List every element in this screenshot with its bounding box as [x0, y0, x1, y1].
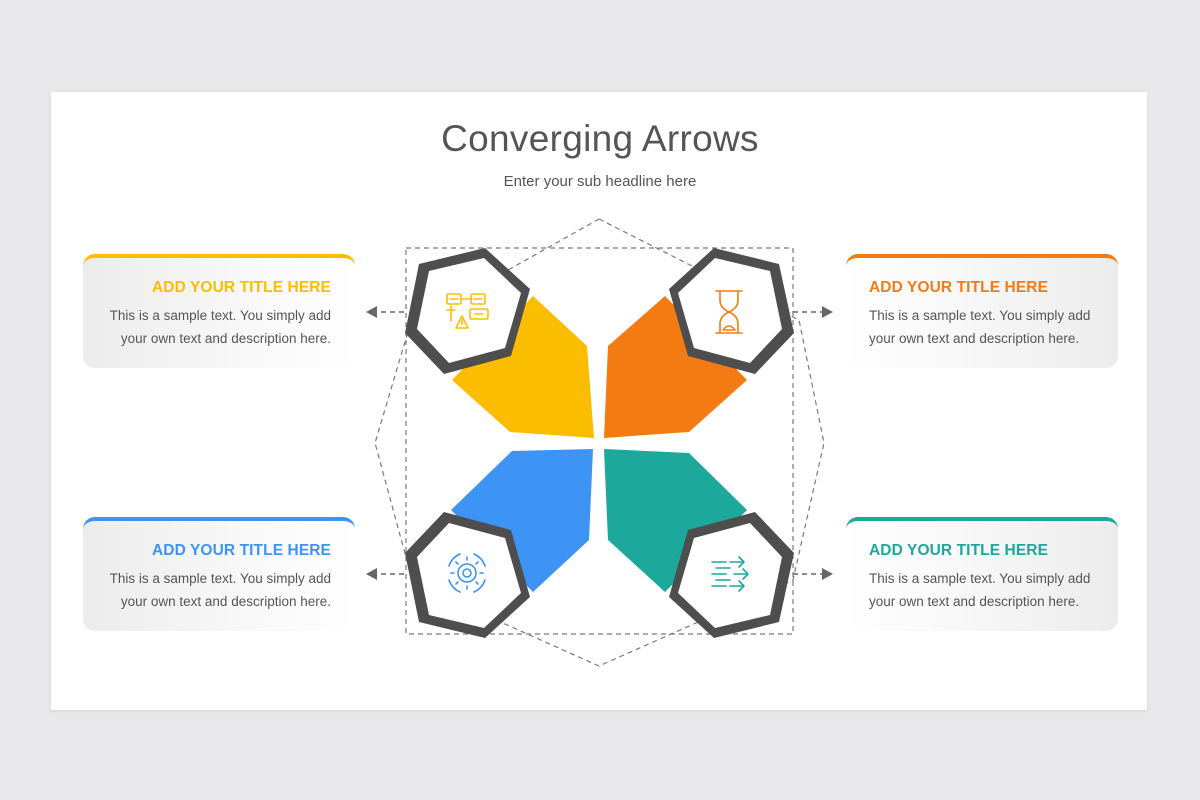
info-card-bottom-left: ADD YOUR TITLE HERE This is a sample tex…	[83, 517, 355, 631]
card-description-line: This is a sample text. You simply add	[869, 571, 1091, 586]
info-card-top-left: ADD YOUR TITLE HERE This is a sample tex…	[83, 254, 355, 368]
dashed-guide-frame	[374, 218, 825, 667]
hexagon-face	[417, 523, 521, 628]
converging-arrows-icon	[711, 556, 749, 592]
card-title: ADD YOUR TITLE HERE	[151, 542, 331, 559]
card-description-line: your own text and description here.	[120, 331, 331, 346]
hexagon-face	[678, 258, 782, 363]
arrow-petal-teal	[604, 449, 747, 592]
dashed-octagon	[374, 218, 825, 667]
card-accent-bar	[846, 517, 1118, 529]
dashed-square	[405, 247, 794, 635]
arrowhead-bottom-right	[822, 568, 833, 580]
hourglass-icon	[715, 290, 743, 334]
hexagon-badge-bottom-left	[405, 512, 530, 638]
card-accent-bar	[83, 254, 355, 266]
hexagon-face	[678, 523, 782, 628]
arrow-petal-blue	[451, 449, 593, 592]
card-description-line: your own text and description here.	[120, 594, 331, 609]
arrow-petals	[451, 296, 747, 592]
card-description-line: your own text and description here.	[869, 594, 1080, 609]
arrow-petal-orange	[604, 296, 747, 438]
card-accent-bar	[83, 517, 355, 529]
card-description: This is a sample text. You simply add yo…	[869, 567, 1090, 613]
slide-subtitle: Enter your sub headline here	[503, 173, 697, 190]
hexagon-badge-bottom-right	[669, 512, 794, 638]
server-warning-icon	[446, 293, 489, 329]
hexagon-badge-top-left	[405, 248, 530, 374]
card-title: ADD YOUR TITLE HERE	[151, 279, 331, 296]
card-description: This is a sample text. You simply add yo…	[110, 567, 331, 613]
connector-arrows	[366, 306, 833, 580]
card-title: ADD YOUR TITLE HERE	[869, 279, 1049, 296]
card-description-line: This is a sample text. You simply add	[109, 571, 331, 586]
gear-cycle-icon	[448, 553, 486, 593]
card-description: This is a sample text. You simply add yo…	[869, 304, 1090, 350]
arrowhead-bottom-left	[366, 568, 377, 580]
card-description-line: This is a sample text. You simply add	[109, 308, 331, 323]
card-description-line: your own text and description here.	[869, 331, 1080, 346]
card-description: This is a sample text. You simply add yo…	[110, 304, 331, 350]
info-card-bottom-right: ADD YOUR TITLE HERE This is a sample tex…	[846, 517, 1118, 631]
arrowhead-top-left	[366, 306, 377, 318]
card-accent-bar	[846, 254, 1118, 266]
hexagon-face	[417, 258, 521, 363]
arrow-petal-yellow	[452, 296, 594, 438]
card-description-line: This is a sample text. You simply add	[869, 308, 1091, 323]
info-card-top-right: ADD YOUR TITLE HERE This is a sample tex…	[846, 254, 1118, 368]
arrowhead-top-right	[822, 306, 833, 318]
card-title: ADD YOUR TITLE HERE	[869, 542, 1049, 559]
slide-title: Converging Arrows	[441, 118, 759, 159]
